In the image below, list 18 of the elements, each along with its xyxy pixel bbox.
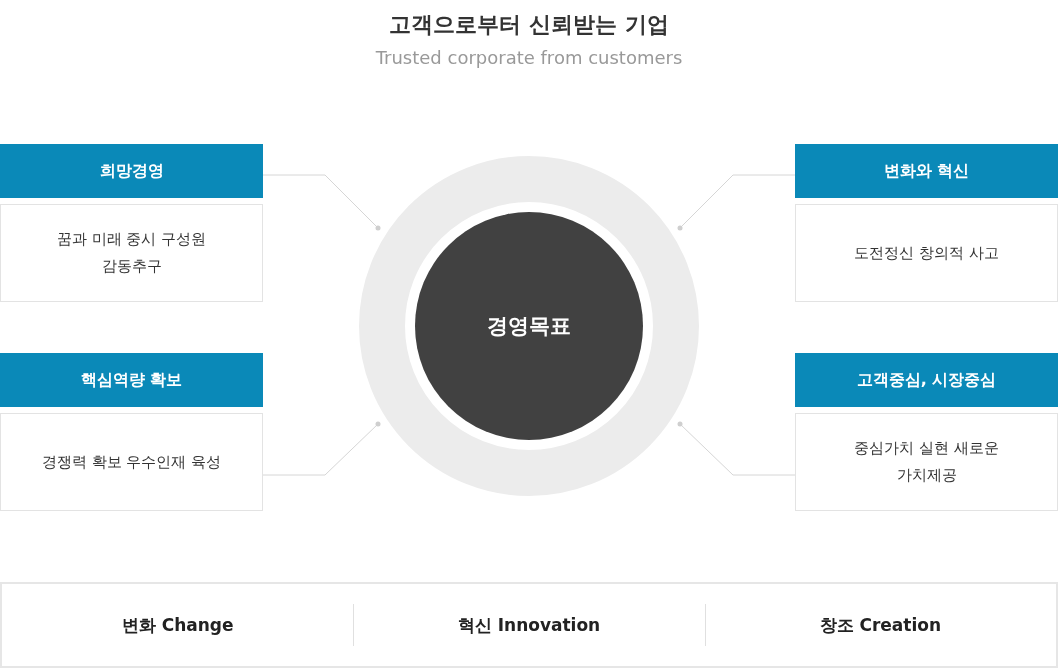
value-label: 변화 Change xyxy=(120,613,235,637)
card-body: 경쟁력 확보 우수인재 육성 xyxy=(0,413,263,511)
page-subtitle: Trusted corporate from customers xyxy=(374,47,684,68)
value-label: 창조 Creation xyxy=(818,613,943,637)
page-title: 고객으로부터 신뢰받는 기업 xyxy=(388,11,670,39)
leader-line xyxy=(677,421,796,476)
card-body: 꿈과 미래 중시 구성원 감동추구 xyxy=(0,204,263,302)
value-label: 혁신 Innovation xyxy=(456,613,602,637)
leader-line xyxy=(262,174,381,231)
card-header: 희망경영 xyxy=(0,144,263,198)
leader-line xyxy=(262,421,381,476)
leader-line xyxy=(677,174,796,231)
ring xyxy=(359,156,699,496)
card-body: 중심가치 실현 새로운 가치제공 xyxy=(795,413,1058,511)
card-header: 변화와 혁신 xyxy=(795,144,1058,198)
card-header: 핵심역량 확보 xyxy=(0,353,263,407)
card-header: 고객중심, 시장중심 xyxy=(795,353,1058,407)
card-body: 도전정신 창의적 사고 xyxy=(795,204,1058,302)
